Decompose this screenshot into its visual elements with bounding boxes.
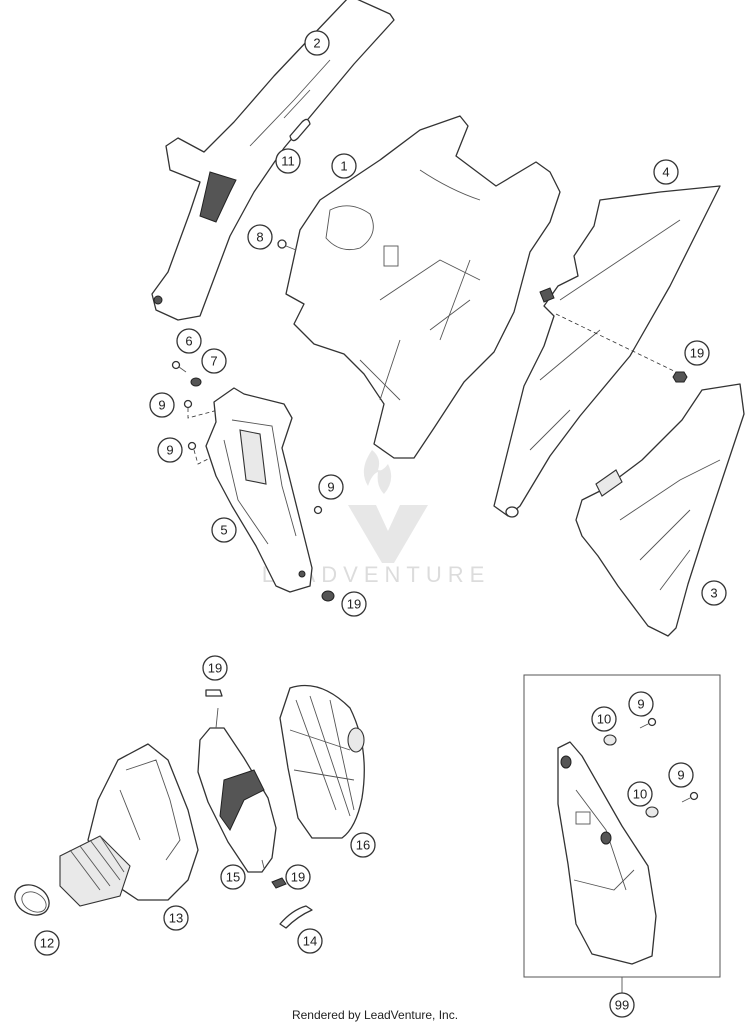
part-19-nut-lower: [321, 590, 335, 602]
callout-9e: 9: [668, 762, 694, 788]
callout-16: 16: [350, 832, 376, 858]
callout-8-label: 8: [256, 230, 263, 245]
part-14-wire-clip: [279, 905, 313, 929]
callout-9d-label: 9: [637, 697, 644, 712]
callout-13: 13: [163, 905, 189, 931]
part-3-side-panel: [575, 383, 745, 637]
callout-11-label: 11: [281, 154, 295, 169]
callout-9c: 9: [318, 474, 344, 500]
part-9-screw-b: [187, 441, 219, 465]
callout-19a-label: 19: [690, 346, 704, 361]
part-9-screw-e: [681, 791, 699, 803]
callout-10a-label: 10: [597, 712, 611, 727]
callout-19d: 19: [285, 864, 311, 890]
part-9-screw-d: [639, 717, 657, 729]
callout-9c-label: 9: [327, 480, 334, 495]
part-13-air-filter: [59, 743, 199, 907]
callout-9a-label: 9: [158, 398, 165, 413]
callout-3-label: 3: [710, 586, 717, 601]
callout-10a: 10: [591, 706, 617, 732]
callout-16-label: 16: [356, 838, 370, 853]
part-12-hose-clamp: [14, 884, 50, 916]
callout-4-label: 4: [662, 165, 669, 180]
part-10-washer-b: [645, 806, 659, 818]
callout-19d-label: 19: [291, 870, 305, 885]
part-10-washer-a: [603, 734, 617, 746]
part-6-screw: [171, 360, 187, 373]
callout-8: 8: [247, 224, 273, 250]
callout-19b: 19: [341, 591, 367, 617]
part-7-washer: [190, 377, 202, 387]
part-9-screw-c: [313, 505, 323, 515]
callout-19c-label: 19: [208, 661, 222, 676]
callout-2: 2: [304, 30, 330, 56]
callout-99-label: 99: [615, 998, 629, 1013]
part-99-bracket: [557, 741, 657, 965]
callout-9b-label: 9: [166, 443, 173, 458]
part-19-nut-upper: [555, 313, 688, 383]
callout-6-label: 6: [185, 334, 192, 349]
part-19-clip-top: [205, 689, 223, 697]
part-16-filter-cover: [279, 684, 365, 839]
callout-7: 7: [201, 348, 227, 374]
callout-4: 4: [653, 159, 679, 185]
callout-3: 3: [701, 580, 727, 606]
part-9-screw-a: [183, 399, 219, 419]
part-5-filter-housing: [205, 387, 313, 593]
callout-19b-label: 19: [347, 597, 361, 612]
callout-9a: 9: [149, 392, 175, 418]
callout-9e-label: 9: [677, 768, 684, 783]
callout-10b-label: 10: [633, 787, 647, 802]
callout-12-label: 12: [40, 936, 54, 951]
callout-19c: 19: [202, 655, 228, 681]
callout-9d: 9: [628, 691, 654, 717]
part-8-screw: [277, 239, 297, 251]
callout-1: 1: [331, 153, 357, 179]
part-1-airbox: [285, 115, 561, 459]
callout-1-label: 1: [340, 159, 347, 174]
callout-12: 12: [34, 930, 60, 956]
callout-15-label: 15: [226, 870, 240, 885]
callout-10b: 10: [627, 781, 653, 807]
callout-5: 5: [211, 517, 237, 543]
callout-11: 11: [275, 148, 301, 174]
callout-14: 14: [297, 928, 323, 954]
callout-6: 6: [176, 328, 202, 354]
part-4-side-cover: [493, 185, 721, 518]
callout-14-label: 14: [303, 934, 317, 949]
callout-9b: 9: [157, 437, 183, 463]
callout-15: 15: [220, 864, 246, 890]
callout-2-label: 2: [313, 36, 320, 51]
callout-7-label: 7: [210, 354, 217, 369]
part-15-filter-cage: [197, 707, 277, 873]
footer-credit: Rendered by LeadVenture, Inc.: [291, 1008, 459, 1022]
callout-19a: 19: [684, 340, 710, 366]
part-11-clip: [289, 118, 311, 142]
callout-99: 99: [609, 977, 635, 1018]
callout-5-label: 5: [220, 523, 227, 538]
part-19-clip-bottom: [271, 877, 287, 889]
callout-13-label: 13: [169, 911, 183, 926]
